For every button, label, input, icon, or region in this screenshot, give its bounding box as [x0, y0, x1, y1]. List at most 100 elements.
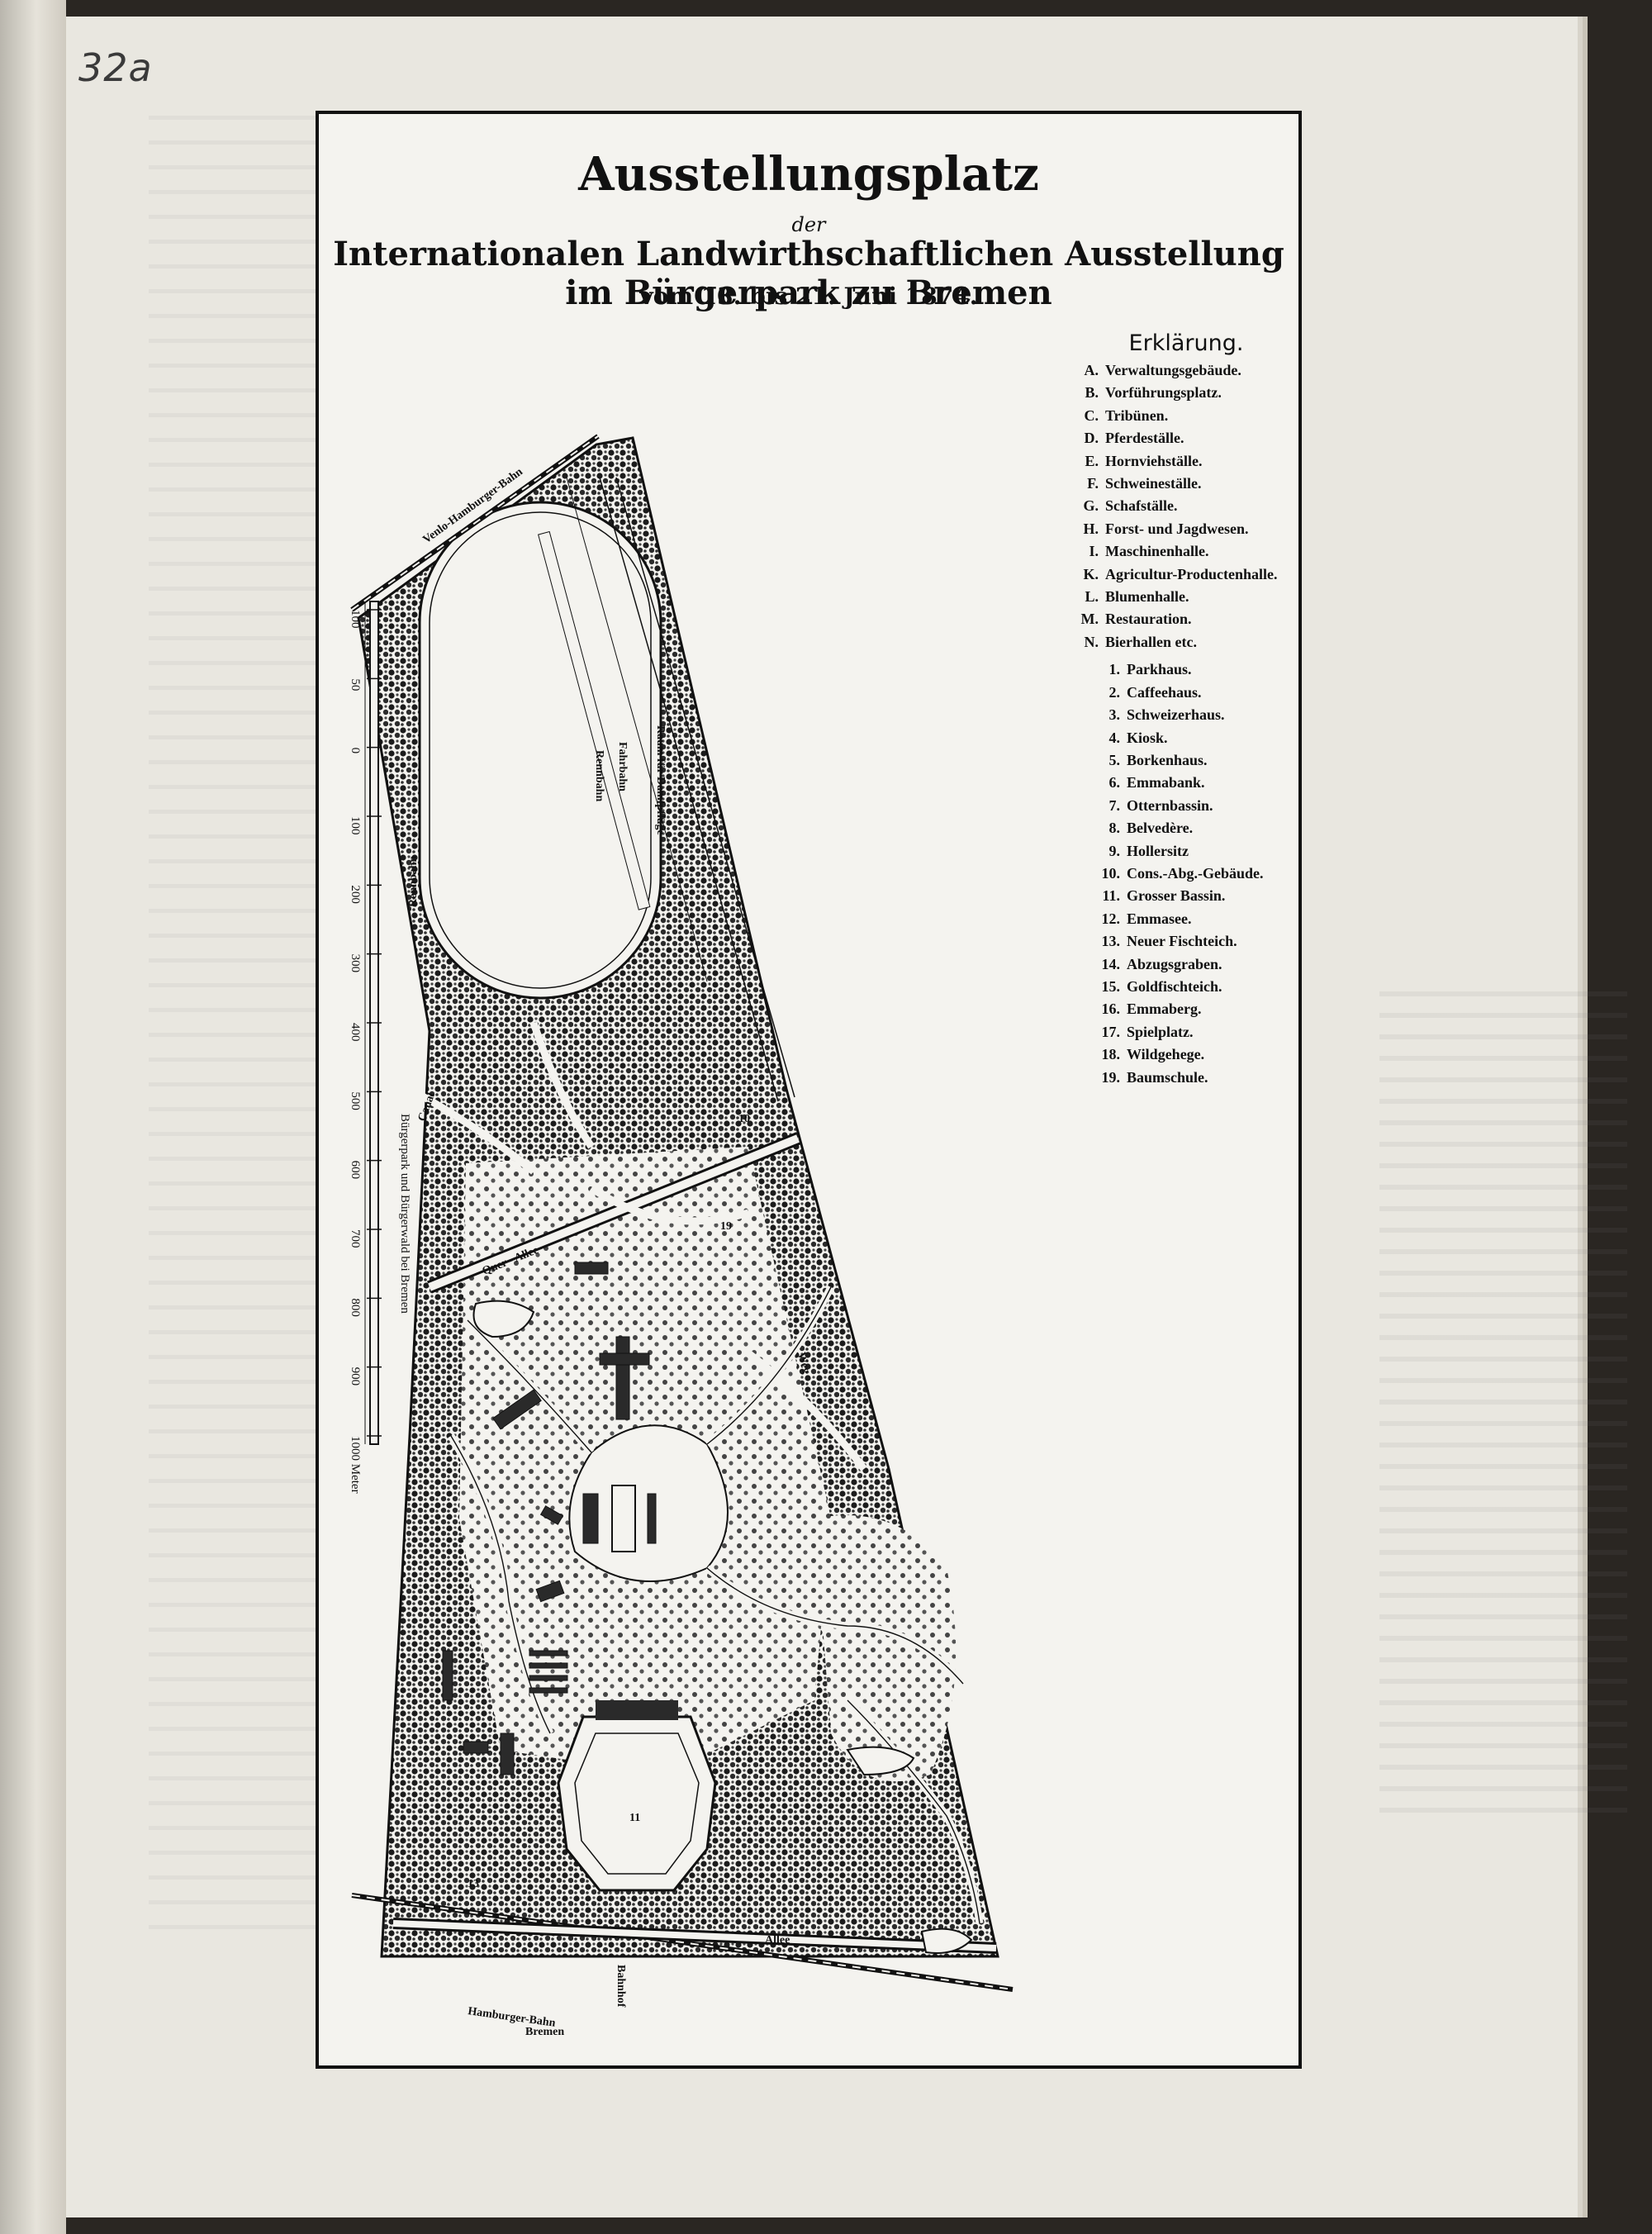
scale-tick-label: 500	[349, 1091, 362, 1110]
legend-key: K.	[1083, 565, 1099, 582]
bleed-through-text-right	[1379, 991, 1627, 1818]
legend-key: I.	[1089, 543, 1099, 560]
legend-letter-item: A.Verwaltungsgebäude.	[1070, 359, 1285, 382]
legend-key: L.	[1085, 588, 1099, 606]
legend-label: Otternbassin.	[1127, 796, 1213, 814]
legend-label: Schweineställe.	[1105, 475, 1202, 492]
legend-key: 13.	[1101, 933, 1121, 950]
scale-tick-label: 100	[349, 610, 362, 629]
legend-key: 11.	[1102, 887, 1120, 905]
legend-key: 16.	[1101, 1001, 1121, 1018]
legend-number-item: 9. Hollersitz	[1070, 840, 1285, 863]
scale-tick-label: 700	[349, 1229, 362, 1248]
label-track-dampfpfluege: Raum für Damfpflüge	[654, 725, 667, 835]
legend-key: 4.	[1108, 729, 1121, 746]
legend-label: Spielplatz.	[1127, 1023, 1194, 1040]
legend-number-item: 11. Grosser Bassin.	[1070, 885, 1285, 907]
legend-key: 19.	[1101, 1068, 1121, 1086]
legend-label: Hollersitz	[1127, 842, 1189, 859]
map-title: Ausstellungsplatz	[578, 147, 1039, 202]
legend-key: 8.	[1108, 820, 1121, 837]
legend-letter-list: A.Verwaltungsgebäude. B. Vorführungsplatz.…	[1070, 359, 1285, 654]
legend-label: Cons.-Abg.-Gebäude.	[1127, 864, 1264, 882]
legend-label: Agricultur-Productenhalle.	[1105, 565, 1278, 582]
grosser-bassin-and-parkhaus	[557, 1700, 717, 1892]
legend-key: E.	[1085, 452, 1099, 469]
folio-number: 32a	[78, 45, 153, 90]
legend-number-item: 5. Borkenhaus.	[1070, 749, 1285, 772]
legend-label: Tribünen.	[1105, 406, 1169, 424]
legend-key: H.	[1083, 520, 1099, 537]
label-track-fahrbahn: Fahrbahn	[616, 742, 629, 791]
map-legend: Erklärung. A.Verwaltungsgebäude. B. Vorfüh…	[1070, 330, 1285, 1089]
legend-label: Abzugsgraben.	[1127, 955, 1222, 972]
legend-label: Baumschule.	[1127, 1068, 1208, 1086]
label-lane-right: Weg	[795, 1351, 812, 1375]
label-rennbahn: Rennbahn	[407, 856, 420, 907]
legend-number-item: 13.Neuer Fischteich.	[1070, 930, 1285, 953]
label-station: Bahnhof	[615, 1965, 627, 2008]
label-city: Bremen	[525, 2026, 564, 2038]
scale-tick-label: 400	[349, 1023, 362, 1042]
label-stop-19: 19	[720, 1220, 732, 1233]
legend-key: 14.	[1101, 955, 1121, 972]
legend-number-item: 4. Kiosk.	[1070, 727, 1285, 749]
legend-label: Belvedère.	[1127, 820, 1194, 837]
binder-edge	[0, 0, 66, 2234]
legend-label: Kiosk.	[1127, 729, 1168, 746]
legend-key: G.	[1083, 497, 1099, 515]
legend-label: Forst- und Jagdwesen.	[1105, 520, 1249, 537]
legend-number-item: 7.Otternbassin.	[1070, 795, 1285, 817]
legend-letter-item: D.Pferdeställe.	[1070, 427, 1285, 449]
legend-number-list: 1.Parkhaus.2.Caffeehaus.3.Schweizerhaus.…	[1070, 658, 1285, 1089]
scale-tick-label: 100	[349, 816, 362, 835]
legend-number-item: 12.Emmasee.	[1070, 908, 1285, 930]
legend-key: 6.	[1108, 774, 1121, 791]
exhibition-buildings	[442, 1262, 657, 1775]
legend-label: Emmabank.	[1127, 774, 1205, 791]
legend-key: 5.	[1108, 751, 1121, 768]
trial-strips	[538, 477, 795, 1102]
legend-heading: Erklärung.	[1128, 330, 1244, 356]
bleed-through-text-left	[149, 116, 347, 1933]
legend-key: 10.	[1101, 864, 1121, 882]
legend-number-item: 16.Emmaberg.	[1070, 998, 1285, 1020]
legend-number-item: 15.Goldfischteich.	[1070, 976, 1285, 998]
legend-key: 9.	[1108, 842, 1121, 859]
legend-label: Verwaltungsgebäude.	[1105, 362, 1241, 378]
legend-key: 3.	[1108, 706, 1121, 724]
legend-key: D.	[1084, 430, 1099, 447]
legend-label: Maschinenhalle.	[1105, 543, 1209, 560]
inner-clearings	[459, 1147, 957, 1782]
quer-allee	[427, 1132, 800, 1294]
scale-tick-label: 800	[349, 1298, 362, 1317]
scale-tick-label: 600	[349, 1161, 362, 1180]
legend-label: Parkhaus.	[1127, 661, 1192, 678]
map-subtitle: Internationalen Landwirthschaftlichen Au…	[333, 235, 1284, 312]
legend-label: Grosser Bassin.	[1127, 887, 1226, 905]
label-stop-11: 11	[629, 1812, 640, 1824]
legend-number-item: 10. Cons.-Abg.-Gebäude.	[1070, 863, 1285, 885]
legend-key: N.	[1084, 633, 1099, 650]
scale-tick-label: 1000 Meter	[349, 1436, 362, 1494]
legend-number-item: 14. Abzugsgraben.	[1070, 953, 1285, 976]
legend-label: Borkenhaus.	[1127, 751, 1208, 768]
legend-letter-item: G.Schafställe.	[1070, 495, 1285, 517]
legend-key: 17.	[1101, 1023, 1121, 1040]
legend-label: Vorführungsplatz.	[1105, 384, 1222, 402]
scale-tick-label: 900	[349, 1367, 362, 1386]
legend-key: F.	[1087, 475, 1099, 492]
scale-title: Bürgerpark und Bürgerwald bei Bremen	[398, 1114, 411, 1314]
railway-venlo-hamburg	[350, 434, 600, 612]
scale-tick-label: 0	[349, 748, 362, 754]
legend-number-item: 1.Parkhaus.	[1070, 658, 1285, 681]
map-frame: Ausstellungsplatz der Internationalen La…	[316, 111, 1302, 2069]
legend-key: B.	[1085, 384, 1099, 402]
legend-letter-item: N.Bierhallen etc.	[1070, 631, 1285, 654]
legend-key: 15.	[1101, 977, 1121, 995]
label-haupt-allee: Allee	[765, 1934, 790, 1946]
map-dates: vom 13. bis 21. Juni 1874.	[639, 283, 978, 310]
haupt-allee	[392, 1918, 997, 1954]
